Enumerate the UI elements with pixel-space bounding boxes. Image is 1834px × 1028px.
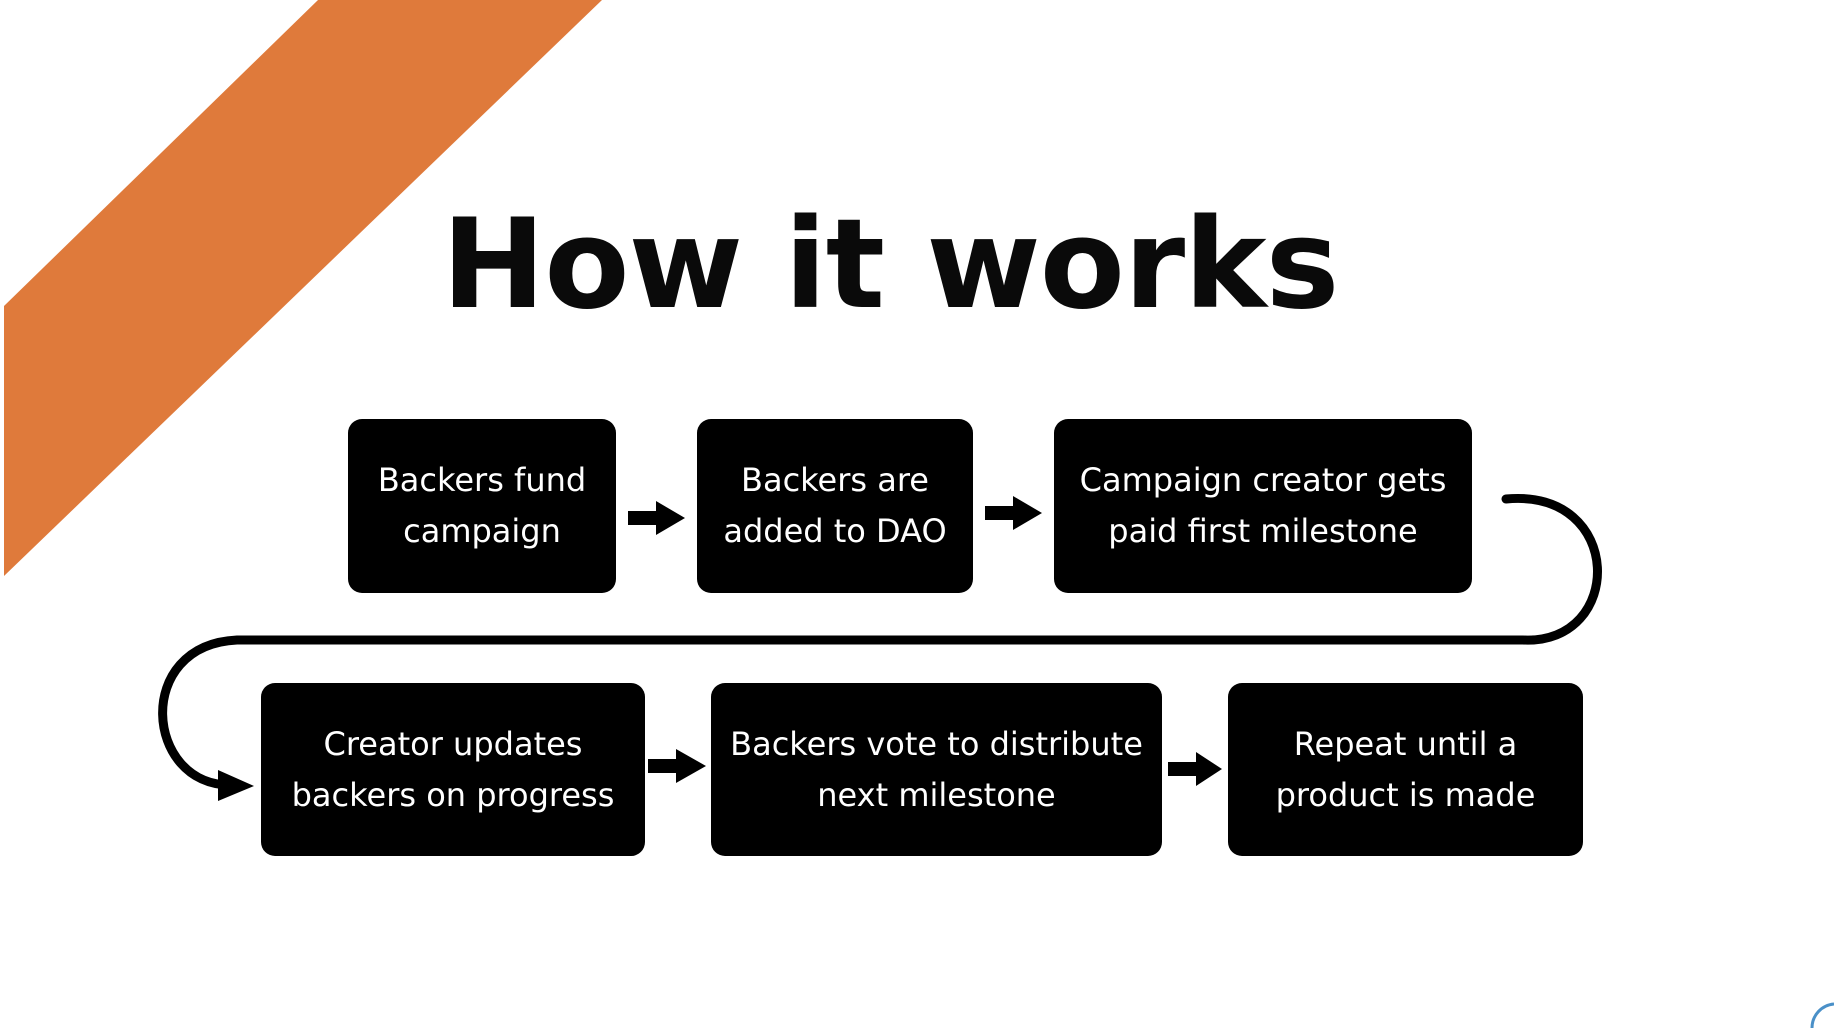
step-label: Backers are added to DAO — [723, 461, 947, 550]
accent-stripe — [4, 0, 602, 576]
arrow-right-icon — [1168, 752, 1222, 786]
step-label: Backers vote to distribute next mileston… — [730, 724, 1143, 814]
step-label: Backers fund campaign — [377, 461, 587, 550]
connector-arrowhead-icon — [218, 770, 254, 801]
step-box: Backers are added to DAO — [697, 419, 973, 593]
connector-path — [158, 494, 1602, 790]
step-box: Backers fund campaign — [348, 419, 616, 593]
step-box: Backers vote to distribute next mileston… — [711, 683, 1162, 856]
corner-widget-icon — [1810, 1002, 1834, 1028]
arrow-right-icon — [628, 501, 685, 535]
step-box: Creator updates backers on progress — [261, 683, 645, 856]
step-box: Repeat until a product is made — [1228, 683, 1583, 856]
step-label: Repeat until a product is made — [1275, 724, 1536, 814]
step-label: Creator updates backers on progress — [291, 724, 615, 814]
arrow-right-icon — [985, 496, 1042, 530]
arrow-right-icon — [648, 749, 706, 783]
step-box: Campaign creator gets paid first milesto… — [1054, 419, 1472, 593]
step-label: Campaign creator gets paid first milesto… — [1079, 461, 1447, 550]
page-title: How it works — [441, 193, 1340, 337]
